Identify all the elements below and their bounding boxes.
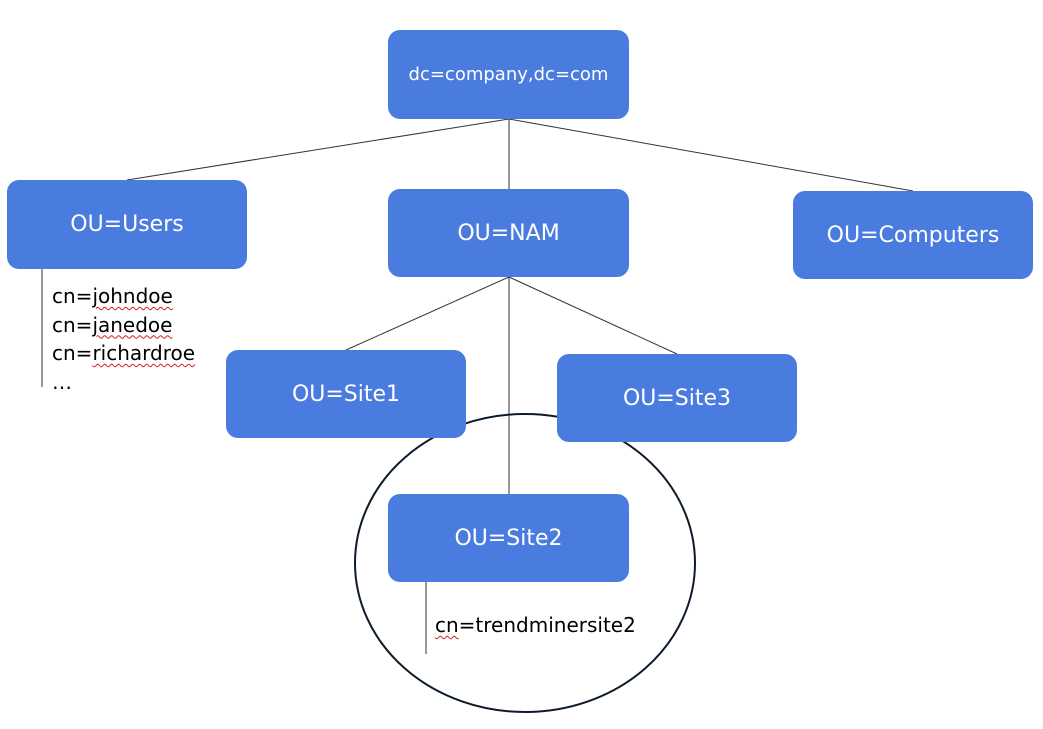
node-ou-computers: OU=Computers — [793, 191, 1033, 279]
edge-root-users — [126, 118, 510, 181]
entry-name: =trendminersite2 — [458, 613, 636, 637]
edge-nam-site3 — [508, 276, 678, 355]
user-entry: cn=richardroe — [52, 339, 195, 368]
site2-entry: cn=trendminersite2 — [435, 611, 636, 640]
edge-nam-site1 — [345, 276, 510, 351]
node-ou-site2-label: OU=Site2 — [454, 525, 563, 551]
node-root-label: dc=company,dc=com — [408, 64, 609, 85]
highlight-circle — [354, 413, 696, 713]
user-entry: … — [52, 368, 195, 397]
node-ou-users: OU=Users — [7, 180, 247, 269]
entry-prefix: cn= — [52, 284, 93, 308]
entry-prefix: cn= — [52, 341, 93, 365]
entry-name: johndoe — [92, 284, 173, 308]
user-entry: cn=janedoe — [52, 311, 195, 340]
node-ou-users-label: OU=Users — [70, 212, 184, 237]
node-ou-site1: OU=Site1 — [226, 350, 466, 438]
node-ou-site3-label: OU=Site3 — [622, 385, 732, 411]
users-entry-list: cn=johndoe cn=janedoe cn=richardroe … — [52, 282, 195, 396]
node-ou-nam-label: OU=NAM — [457, 220, 560, 246]
entry-prefix: cn= — [52, 312, 93, 337]
entry-prefix: cn — [435, 613, 459, 637]
entry-name: richardroe — [92, 341, 196, 365]
entry-name: … — [52, 369, 72, 394]
node-ou-site1-label: OU=Site1 — [291, 381, 401, 407]
user-entry: cn=johndoe — [52, 282, 195, 311]
node-ou-site3: OU=Site3 — [557, 354, 797, 442]
edge-root-computers — [508, 118, 914, 192]
entry-name: janedoe — [92, 312, 173, 337]
node-ou-nam: OU=NAM — [388, 189, 629, 277]
node-root-domain: dc=company,dc=com — [388, 30, 629, 119]
site2-entry-list: cn=trendminersite2 — [435, 611, 636, 640]
node-ou-site2: OU=Site2 — [388, 494, 629, 582]
node-ou-computers-label: OU=Computers — [826, 222, 1000, 248]
